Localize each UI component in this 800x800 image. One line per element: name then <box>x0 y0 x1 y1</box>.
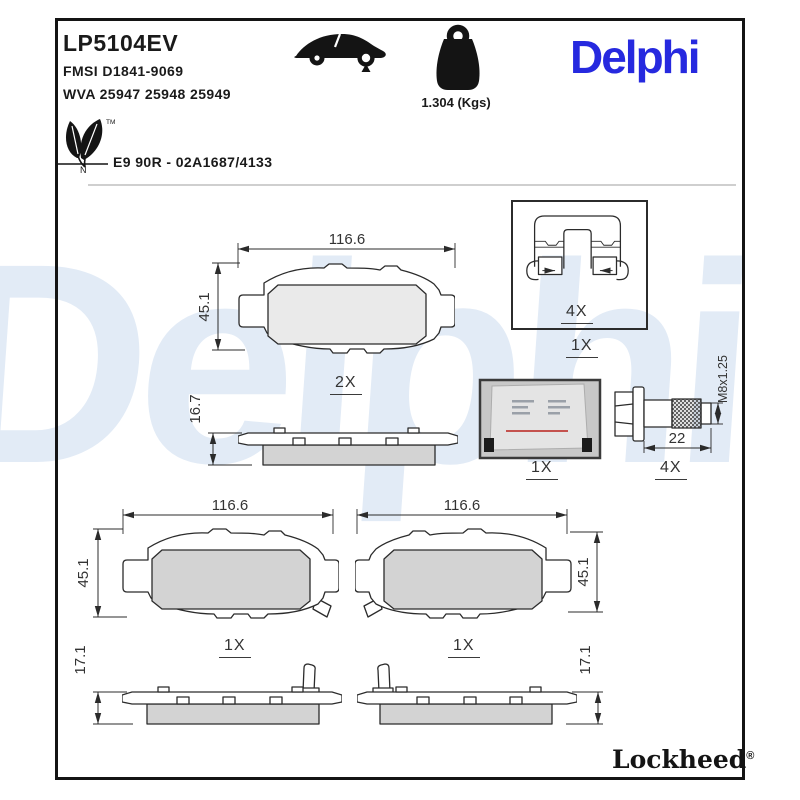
qty-pad-right: 1X <box>448 637 480 658</box>
fitting-kit-box <box>511 200 648 330</box>
qty-bolts: 4X <box>655 459 687 480</box>
pad-front-view-right: 116.6 45.1 <box>355 497 603 619</box>
part-number: LP5104EV <box>63 30 179 56</box>
pad-side-view-left: 17.1 <box>75 645 342 725</box>
qty-pad-top: 2X <box>330 374 362 395</box>
weight-value: 1.304 (Kgs) <box>421 95 491 110</box>
header-separator <box>88 184 736 186</box>
dim-bolt-thread: M8x1.25 <box>716 355 730 403</box>
wva-reference: WVA 25947 25948 25949 <box>63 86 231 102</box>
retainer-clip-drawing <box>513 206 642 304</box>
sheet-frame <box>55 18 745 780</box>
registered-mark: ® <box>746 750 755 762</box>
eco-tm-label: TM <box>106 119 115 126</box>
grease-packet <box>478 378 602 460</box>
guide-bolt-drawing: M8x1.25 22 <box>614 355 730 453</box>
qty-clips: 4X <box>561 303 593 324</box>
wear-indicator-post <box>372 663 394 694</box>
lockheed-logo: Lockheed® <box>612 745 754 774</box>
dim-thickness-right: 17.1 <box>577 645 594 674</box>
pad-front-view-left: 116.6 45.1 <box>75 497 339 619</box>
brand-logo: Delphi <box>570 31 701 83</box>
packet-text-lines <box>512 400 570 415</box>
homologation-number: E9 90R - 02A1687/4133 <box>113 154 273 170</box>
pad-side-view-right: 17.1 <box>357 645 603 725</box>
pad-side-view-top: 16.7 <box>190 394 458 466</box>
dim-height-right: 45.1 <box>575 557 592 586</box>
dim-width-left: 116.6 <box>212 497 248 514</box>
eco-leaves-icon: TM N <box>58 119 115 174</box>
dim-height-left: 45.1 <box>75 558 92 587</box>
lockheed-wordmark: Lockheed <box>612 745 747 774</box>
qty-fitting-kit: 1X <box>566 337 598 358</box>
dim-width-top: 116.6 <box>329 231 365 248</box>
wear-indicator-post <box>298 663 320 694</box>
qty-grease: 1X <box>526 459 558 480</box>
dim-height-top: 45.1 <box>196 292 213 321</box>
dim-thickness-top: 16.7 <box>190 394 204 423</box>
qty-pad-left: 1X <box>219 637 251 658</box>
dim-bolt-length: 22 <box>669 430 686 447</box>
eco-n-label: N <box>80 165 87 174</box>
dim-width-right: 116.6 <box>444 497 480 514</box>
car-rear-axle-icon <box>294 33 386 72</box>
fmsi-reference: FMSI D1841-9069 <box>63 63 184 79</box>
pad-front-view-top: 116.6 45.1 <box>196 231 456 354</box>
dim-thickness-left: 17.1 <box>75 645 89 674</box>
weight-icon <box>436 24 480 90</box>
